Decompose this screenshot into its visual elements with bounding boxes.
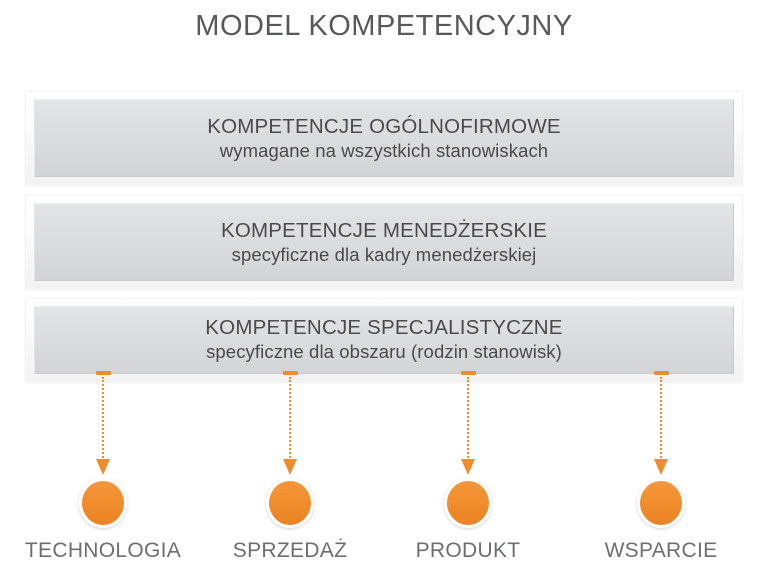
competency-layer-subtitle: wymagane na wszystkich stanowiskach [219,139,549,161]
competency-layer-specialist[interactable]: KOMPETENCJE SPECJALISTYCZNE specyficzne … [25,298,743,382]
competency-layer-panel: KOMPETENCJE MENEDŻERSKIE specyficzne dla… [34,203,734,281]
competency-layer-subtitle: specyficzne dla obszaru (rodzin stanowis… [206,341,562,362]
connector-tick-icon [95,371,111,375]
competency-layer-company-wide[interactable]: KOMPETENCJE OGÓLNOFIRMOWE wymagane na ws… [25,91,743,185]
competency-layer-title: KOMPETENCJE SPECJALISTYCZNE [205,316,563,339]
node-circle-sprzedaz[interactable] [266,478,314,528]
competency-layer-panel: KOMPETENCJE OGÓLNOFIRMOWE wymagane na ws… [34,99,734,177]
node-circle-technologia[interactable] [79,478,127,528]
competency-layer-title: KOMPETENCJE OGÓLNOFIRMOWE [207,114,561,138]
connector-arrow-produkt [458,371,478,481]
arrow-down-icon [283,459,297,475]
connector-arrow-sprzedaz [280,371,300,481]
arrow-down-icon [461,459,475,475]
dotted-line-icon [467,377,469,461]
dotted-line-icon [289,377,291,461]
connector-tick-icon [282,371,298,375]
competency-layer-panel: KOMPETENCJE SPECJALISTYCZNE specyficzne … [34,306,734,374]
dotted-line-icon [102,377,104,461]
page-title: MODEL KOMPETENCYJNY [195,10,573,42]
competency-layer-subtitle: specyficzne dla kadry menedżerskiej [231,243,537,265]
node-circle-produkt[interactable] [444,478,492,528]
arrow-down-icon [654,459,668,475]
competency-layer-managerial[interactable]: KOMPETENCJE MENEDŻERSKIE specyficzne dla… [25,195,743,289]
connector-tick-icon [460,371,476,375]
dotted-line-icon [660,377,662,461]
connector-arrow-wsparcie [651,371,671,481]
node-label-technologia: TECHNOLOGIA [24,539,182,562]
node-label-wsparcie: WSPARCIE [604,539,718,562]
node-label-sprzedaz: SPRZEDAŻ [232,539,348,562]
competency-layer-title: KOMPETENCJE MENEDŻERSKIE [220,218,547,242]
connector-arrow-technologia [93,371,113,481]
node-circle-wsparcie[interactable] [637,478,685,528]
connector-tick-icon [653,371,669,375]
node-label-produkt: PRODUKT [415,539,521,562]
arrow-down-icon [96,459,110,475]
